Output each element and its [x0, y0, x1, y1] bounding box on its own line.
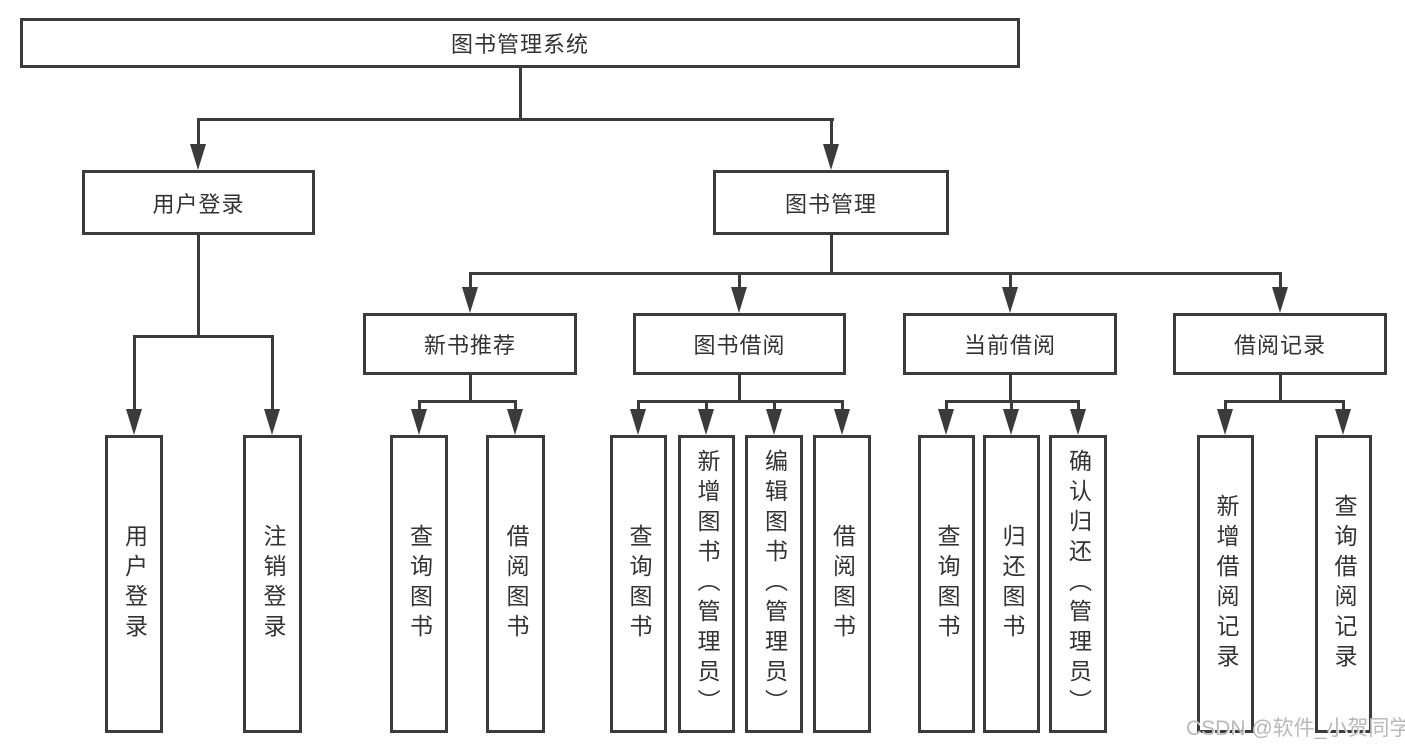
leaf-borrow-books-1: 借阅图书	[486, 435, 545, 733]
node-root: 图书管理系统	[20, 18, 1020, 68]
node-borrow-records: 借阅记录	[1173, 313, 1387, 375]
arrow-down-icon	[630, 409, 646, 435]
arrow-down-icon	[507, 409, 523, 435]
arrow-down-icon	[698, 409, 714, 435]
leaf-query-books-3: 查询图书	[918, 435, 975, 733]
connector-bookmgmt-stem	[830, 118, 833, 146]
arrow-down-icon	[834, 409, 850, 435]
connector-userlogin-stem	[197, 118, 200, 146]
node-new-books: 新书推荐	[363, 313, 577, 375]
leaf-query-borrow-record: 查询借阅记录	[1315, 435, 1372, 733]
connector-leaf-stem	[1342, 400, 1345, 409]
arrow-down-icon	[823, 144, 839, 170]
arrow-down-icon	[1070, 409, 1086, 435]
arrow-down-icon	[1217, 409, 1233, 435]
connector-root-stem	[519, 68, 522, 118]
connector-bookmgmt-hbar	[469, 272, 1282, 275]
connector-borrowing-hbar	[637, 400, 844, 403]
arrow-down-icon	[1002, 287, 1018, 313]
node-user-login: 用户登录	[82, 170, 315, 235]
arrow-down-icon	[126, 409, 142, 435]
connector-records-hbar	[1224, 400, 1345, 403]
connector-leaf-stem	[705, 400, 708, 409]
connector-borrowing-down	[738, 375, 741, 400]
node-borrowing: 图书借阅	[633, 313, 846, 375]
connector-leaf-stem	[637, 400, 640, 409]
arrow-down-icon	[264, 409, 280, 435]
node-book-management: 图书管理	[713, 170, 949, 235]
leaf-borrow-books-2: 借阅图书	[813, 435, 871, 733]
node-current-borrow: 当前借阅	[903, 313, 1117, 375]
arrow-down-icon	[411, 409, 427, 435]
connector-leaf-stem	[1224, 400, 1227, 409]
arrow-down-icon	[1272, 287, 1288, 313]
connector-bookmgmt-down	[830, 235, 833, 272]
arrow-down-icon	[731, 287, 747, 313]
leaf-user-login: 用户登录	[105, 435, 163, 733]
connector-leaf-stem	[133, 335, 136, 409]
arrow-down-icon	[766, 409, 782, 435]
connector-leaf-stem	[773, 400, 776, 409]
connector-leaf-stem	[945, 400, 948, 409]
connector-leaf-stem	[271, 335, 274, 409]
connector-records-down	[1279, 375, 1282, 400]
leaf-add-books-admin: 新增图书（管理员）	[678, 435, 735, 733]
leaf-query-books-1: 查询图书	[390, 435, 448, 733]
connector-level3-stem	[1009, 272, 1012, 287]
leaf-query-books-2: 查询图书	[610, 435, 667, 733]
connector-leaf-stem	[514, 400, 517, 409]
arrow-down-icon	[462, 287, 478, 313]
connector-leaf-stem	[1010, 400, 1013, 409]
arrow-down-icon	[1335, 409, 1351, 435]
connector-leaf-stem	[841, 400, 844, 409]
connector-leaf-stem	[1077, 400, 1080, 409]
leaf-confirm-return-admin: 确认归还（管理员）	[1049, 435, 1107, 733]
connector-leaf-stem	[418, 400, 421, 409]
leaf-return-books: 归还图书	[983, 435, 1040, 733]
connector-level3-stem	[469, 272, 472, 287]
arrow-down-icon	[1003, 409, 1019, 435]
connector-userlogin-hbar	[133, 335, 274, 338]
connector-newbooks-hbar	[418, 400, 517, 403]
connector-newbooks-down	[469, 375, 472, 400]
watermark: CSDN @软件_小贺同学	[1186, 717, 1405, 740]
connector-level3-stem	[738, 272, 741, 287]
arrow-down-icon	[938, 409, 954, 435]
connector-root-hbar	[197, 118, 834, 121]
leaf-add-borrow-record: 新增借阅记录	[1197, 435, 1254, 733]
arrow-down-icon	[190, 144, 206, 170]
leaf-edit-books-admin: 编辑图书（管理员）	[745, 435, 803, 733]
leaf-logout: 注销登录	[243, 435, 302, 733]
connector-userlogin-down	[197, 235, 200, 335]
connector-level3-stem	[1279, 272, 1282, 287]
connector-current-down	[1009, 375, 1012, 400]
